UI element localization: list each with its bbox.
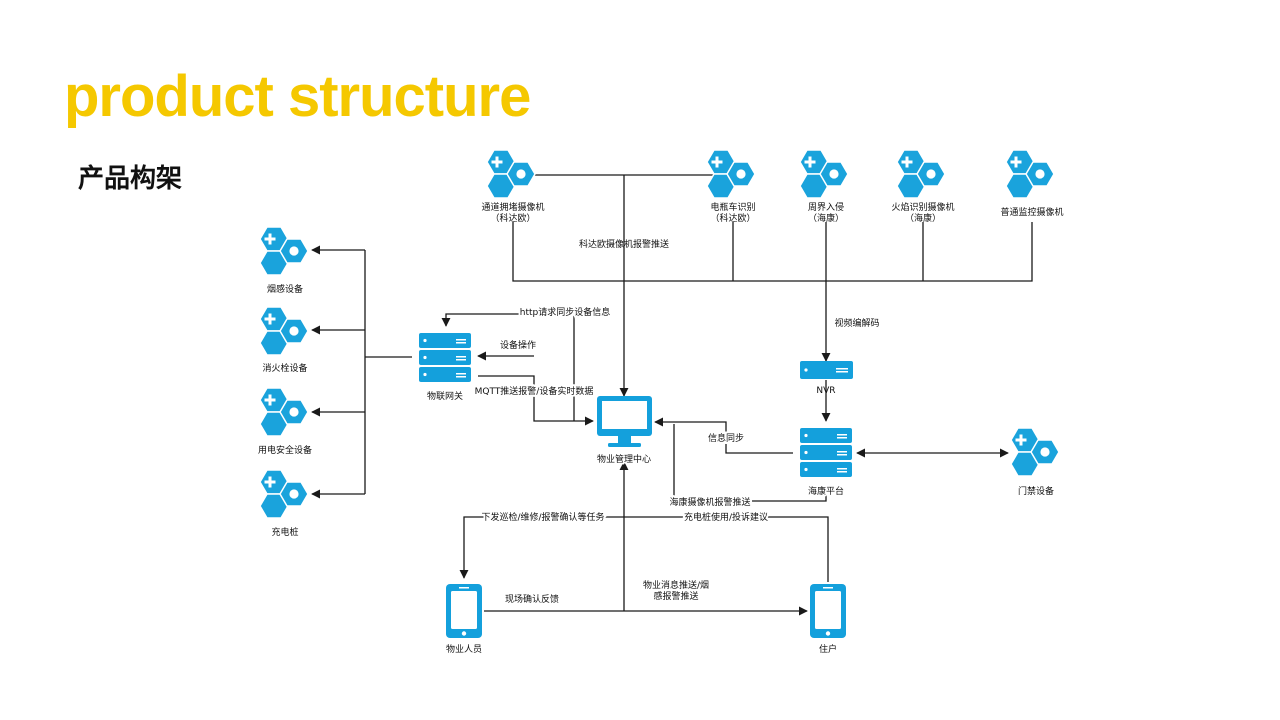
page-title: product structure [64,64,531,129]
edge-http-sync [441,313,575,421]
node-label-cam-fire: 火焰识别摄像机（海康） [891,201,954,224]
label-property-push: 物业消息推送/烟感报警推送 [643,579,709,602]
node-label-cam-perimeter: 周界入侵（海康） [808,201,844,224]
label-charger-feedback: 充电桩使用/投诉建议 [684,511,768,523]
node-label-hik-platform: 海康平台 [808,485,844,497]
edge-mqtt-push [478,375,594,426]
camera-fire-icon[interactable] [896,149,946,199]
label-http-sync: http请求同步设备信息 [520,306,610,318]
page-subtitle: 产品构架 [78,164,183,194]
edge-charger-feedback [624,516,829,582]
node-label-smoke: 烟感设备 [267,283,303,295]
camera-perimeter-icon[interactable] [799,149,849,199]
charger-pile-icon[interactable] [259,469,309,519]
node-label-charger: 充电桩 [271,526,298,538]
node-label-hydrant: 消火栓设备 [262,362,307,374]
node-label-cam-ebike: 电瓶车识别（科达欧） [710,201,755,224]
label-onsite-feedback: 现场确认反馈 [505,593,559,605]
camera-normal-icon[interactable] [1005,149,1055,199]
edge-camera-bus-bottom [512,222,1033,282]
node-label-resident: 住户 [819,643,837,655]
node-label-cam-normal: 普通监控摄像机 [1000,206,1063,218]
camera-ebike-icon[interactable] [706,149,756,199]
node-label-nvr: NVR [816,386,835,396]
staff-phone-icon[interactable] [446,584,482,638]
edge-info-sync [654,417,793,454]
label-device-op: 设备操作 [500,339,536,351]
node-label-center: 物业管理中心 [597,453,651,465]
node-label-staff: 物业人员 [446,643,482,655]
iot-gateway-server-icon[interactable] [419,333,471,382]
camera-passage-icon[interactable] [486,149,536,199]
node-label-access: 门禁设备 [1018,485,1054,497]
node-label-iot-gateway: 物联网关 [427,390,463,402]
hydrant-device-icon[interactable] [259,306,309,356]
hik-platform-server-icon[interactable] [800,428,852,477]
label-dispatch: 下发巡检/维修/报警确认等任务 [481,511,604,523]
edge-hik-push [673,424,827,502]
management-center-monitor-icon[interactable] [597,396,652,447]
label-kedaou-push: 科达欧摄像机报警推送 [579,238,669,250]
nvr-device-icon[interactable] [800,361,853,379]
edge-dispatch [459,516,624,579]
node-label-cam-passage: 通道拥堵摄像机（科达欧） [481,201,544,224]
resident-phone-icon[interactable] [810,584,846,638]
electric-safety-icon[interactable] [259,387,309,437]
label-mqtt-push: MQTT推送报警/设备实时数据 [475,385,594,397]
access-control-icon[interactable] [1010,427,1060,477]
label-info-sync: 信息同步 [708,432,744,444]
label-hik-push: 海康摄像机报警推送 [669,496,750,508]
node-label-electric: 用电安全设备 [258,444,312,456]
smoke-sensor-icon[interactable] [259,226,309,276]
label-video-codec: 视频编解码 [834,317,879,329]
